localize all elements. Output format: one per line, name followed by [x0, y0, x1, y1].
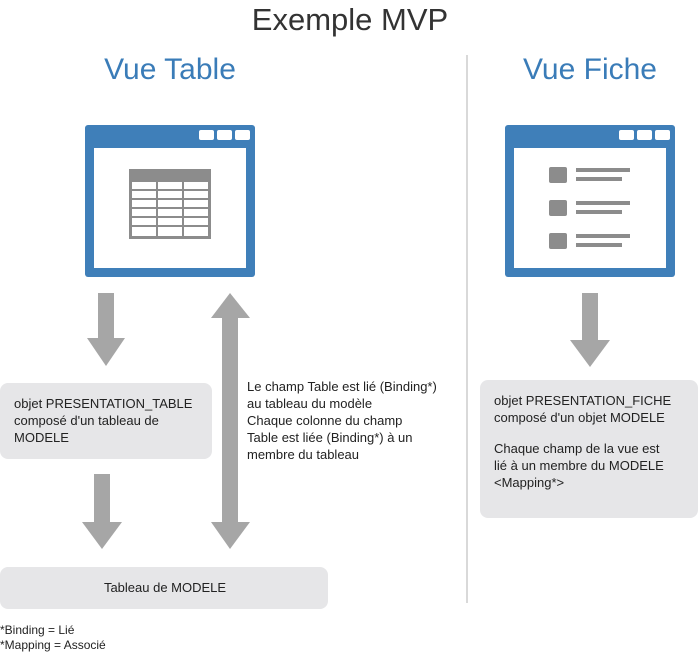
box-line: Chaque champ de la vue est: [494, 441, 660, 456]
binding-note: Le champ Table est lié (Binding*) au tab…: [247, 378, 467, 463]
diagram-title: Exemple MVP: [251, 2, 449, 37]
table-window-icon: [85, 125, 255, 277]
model-table-box: Tableau de MODELE: [0, 567, 328, 609]
box-line: composé d'un tableau de: [14, 413, 159, 428]
box-line: objet PRESENTATION_TABLE: [14, 396, 193, 411]
window-content: [94, 148, 246, 268]
column-divider: [466, 55, 468, 603]
arrow-down-icon: [82, 474, 122, 549]
box-line: lié à un membre du MODELE: [494, 458, 664, 473]
vue-table-title: Vue Table: [104, 53, 236, 86]
box-line: MODELE: [14, 430, 69, 445]
double-arrow-icon: [211, 293, 250, 549]
window-button-icon: [619, 130, 634, 140]
grid-table-icon: [129, 169, 211, 239]
window-button-icon: [199, 130, 214, 140]
footnote-mapping: *Mapping = Associé: [0, 638, 106, 652]
note-line: Le champ Table est lié (Binding*): [247, 379, 437, 394]
window-content: [514, 148, 666, 268]
model-box-label: Tableau de MODELE: [103, 580, 227, 595]
box-line: <Mapping*>: [494, 475, 565, 490]
note-line: Table est liée (Binding*) à un: [247, 430, 413, 445]
form-fields-icon: [549, 167, 630, 249]
note-line: Chaque colonne du champ: [247, 413, 403, 428]
vue-fiche-title: Vue Fiche: [523, 53, 657, 86]
arrow-down-icon: [87, 293, 125, 366]
note-line: au tableau du modèle: [247, 396, 373, 411]
arrow-down-icon: [570, 293, 610, 367]
note-line: membre du tableau: [247, 447, 360, 462]
form-window-icon: [505, 125, 675, 277]
footnote-binding: *Binding = Lié: [0, 623, 75, 637]
box-line: composé d'un objet MODELE: [494, 410, 665, 425]
window-button-icon: [235, 130, 250, 140]
footnotes: *Binding = Lié *Mapping = Associé: [0, 623, 106, 653]
box-line: objet PRESENTATION_FICHE: [494, 393, 672, 408]
presentation-fiche-box: objet PRESENTATION_FICHE composé d'un ob…: [480, 380, 698, 518]
presentation-table-box: objet PRESENTATION_TABLE composé d'un ta…: [0, 383, 212, 459]
window-button-icon: [655, 130, 670, 140]
window-button-icon: [637, 130, 652, 140]
window-button-icon: [217, 130, 232, 140]
